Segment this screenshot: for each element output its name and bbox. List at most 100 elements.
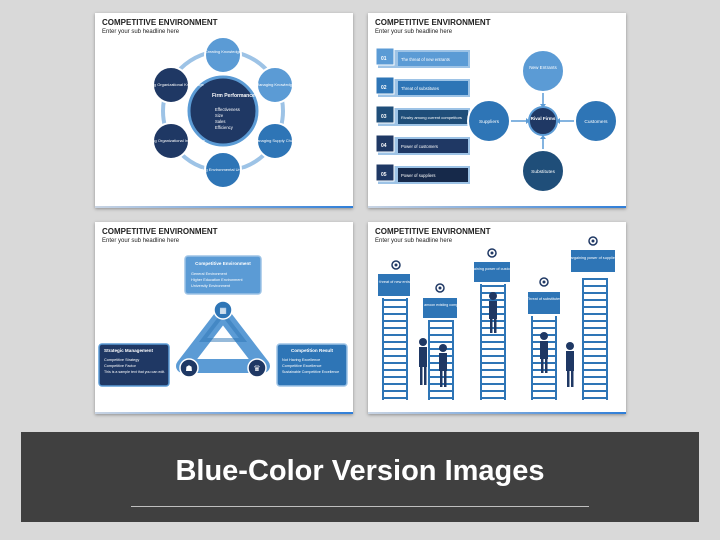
label-box xyxy=(528,292,560,314)
list-number: 03 xyxy=(381,114,387,120)
center-title: Firm Performance xyxy=(212,93,255,99)
svg-text:♛: ♛ xyxy=(253,364,260,373)
svg-text:▦: ▦ xyxy=(219,306,227,315)
list-text: Power of suppliers xyxy=(401,173,435,178)
list-text: Threat of substitutes xyxy=(401,86,439,91)
top-box-title: Competitive Environment xyxy=(195,261,251,266)
people-icon xyxy=(213,300,233,320)
center-circle xyxy=(187,75,259,147)
node-managing-supply-chain xyxy=(256,122,294,160)
center-item: Size xyxy=(215,113,224,118)
node-managing-knowledge xyxy=(256,66,294,104)
top-box-item: Higher Education Environment xyxy=(191,278,243,282)
target-icon xyxy=(435,283,445,293)
right-box xyxy=(276,343,348,387)
left-box xyxy=(98,343,170,387)
force-list-item: 04 Power of customers xyxy=(375,134,470,155)
cycle-diagram: Firm Performance Effectiveness Size Sale… xyxy=(137,36,296,189)
right-box-item: Competitive Excellence xyxy=(282,364,321,368)
node-label: Creating Knowledge xyxy=(205,49,242,54)
label-box xyxy=(571,250,615,272)
label-box xyxy=(378,274,410,296)
team-icon xyxy=(179,358,199,378)
ladder: Bargaining power of suppliers xyxy=(568,236,618,400)
slide-subtitle: Enter your sub headline here xyxy=(375,29,453,35)
node-label: Managing Supply Chain xyxy=(254,138,296,143)
new-entrants-label: New Entrants xyxy=(529,65,557,70)
slide-title: COMPETITIVE ENVIRONMENT xyxy=(375,18,491,27)
rival-firms-label: Rival Firms xyxy=(531,116,556,121)
list-number: 05 xyxy=(381,172,387,178)
node-creating-knowledge xyxy=(204,36,242,74)
customers-label: Customers xyxy=(584,119,608,125)
award-icon xyxy=(247,358,267,378)
slide-bottom-line xyxy=(95,412,353,414)
substitutes-circle xyxy=(521,149,565,193)
slide-ladders[interactable]: COMPETITIVE ENVIRONMENT Enter your sub h… xyxy=(368,222,626,414)
slide-triangle[interactable]: COMPETITIVE ENVIRONMENT Enter your sub h… xyxy=(95,222,353,414)
center-item: Effectiveness xyxy=(215,107,240,112)
person-silhouettes xyxy=(419,292,574,387)
ladder-label: Bargaining power of suppliers xyxy=(568,256,618,260)
list-number: 04 xyxy=(381,143,387,149)
rival-firms-circle xyxy=(528,106,558,136)
node-label: Producing Organizational Knowledge xyxy=(138,82,205,87)
top-box-item: General Environment xyxy=(191,272,228,276)
ladder: Bargaining power of customers xyxy=(466,248,518,400)
center-item: Efficiency xyxy=(215,125,234,130)
slide-title: COMPETITIVE ENVIRONMENT xyxy=(102,18,218,27)
ladder-label: The threat of new entrants xyxy=(372,280,416,284)
slide-title: COMPETITIVE ENVIRONMENT xyxy=(102,227,218,236)
ladder-label: Rivalry amoon existing competitors xyxy=(412,303,468,307)
slide-firm-performance[interactable]: COMPETITIVE ENVIRONMENT Enter your sub h… xyxy=(95,13,353,208)
force-list-item: 05 Power of suppliers xyxy=(375,163,470,184)
top-box-item: University Environment xyxy=(191,284,231,288)
banner-underline xyxy=(131,506,589,507)
right-box-item: Sustainable Competitive Excellence xyxy=(282,370,339,374)
slide-rival-firms[interactable]: COMPETITIVE ENVIRONMENT Enter your sub h… xyxy=(368,13,626,208)
target-icon xyxy=(391,260,401,270)
target-icon xyxy=(487,248,497,258)
slide-bottom-line xyxy=(95,206,353,208)
ladder-label: Threat of substitutes xyxy=(527,297,562,301)
slide-bottom-line xyxy=(368,412,626,414)
label-box xyxy=(423,298,457,318)
target-icon xyxy=(539,277,549,287)
banner-title: Blue-Color Version Images xyxy=(175,455,545,487)
node-label: Managing Knowledge xyxy=(256,82,295,87)
node-organizational-intelligence xyxy=(152,122,190,160)
left-box-item: Competitive Strategy xyxy=(104,358,139,362)
target-icon xyxy=(588,236,598,246)
slide-bottom-line xyxy=(368,206,626,208)
label-box xyxy=(474,262,510,282)
suppliers-circle xyxy=(467,99,511,143)
list-text: Rivalry among current competitors xyxy=(401,115,462,120)
list-number: 02 xyxy=(381,85,387,91)
new-entrants-circle xyxy=(521,49,565,93)
center-item: Sales xyxy=(215,119,225,124)
svg-text:☗: ☗ xyxy=(185,364,192,373)
left-box-item: Competitive Factor xyxy=(104,364,137,368)
node-label: Generating Organizational Intelligence xyxy=(137,138,206,143)
ladder-label: Bargaining power of customers xyxy=(466,267,518,271)
list-text: Power of customers xyxy=(401,144,438,149)
force-list-item: 02 Threat of substitutes xyxy=(375,76,470,97)
substitutes-label: Substitutes xyxy=(531,169,555,175)
list-text: The threat of new entrants xyxy=(401,57,450,62)
slide-subtitle: Enter your sub headline here xyxy=(102,238,180,244)
right-box-title: Competition Result xyxy=(291,348,334,353)
left-box-title: Strategic Management xyxy=(104,348,153,353)
version-banner: Blue-Color Version Images xyxy=(21,432,699,522)
node-environmental-uncertainty xyxy=(204,151,242,189)
force-list-item: 01 The threat of new entrants xyxy=(375,47,470,68)
top-box xyxy=(184,255,262,295)
triangle-diagram: Competitive Environment General Environm… xyxy=(98,255,348,387)
customers-circle xyxy=(574,99,618,143)
force-list-item: 03 Rivalry among current competitors xyxy=(375,105,470,126)
ladder: The threat of new entrants xyxy=(372,260,416,400)
forces-diagram: 01 The threat of new entrants 02 Threat … xyxy=(375,47,618,193)
left-box-item: This is a sample text that you can edit. xyxy=(104,370,165,374)
list-number: 01 xyxy=(381,56,387,62)
right-box-item: Not Having Excellence xyxy=(282,358,320,362)
slide-title: COMPETITIVE ENVIRONMENT xyxy=(375,227,491,236)
